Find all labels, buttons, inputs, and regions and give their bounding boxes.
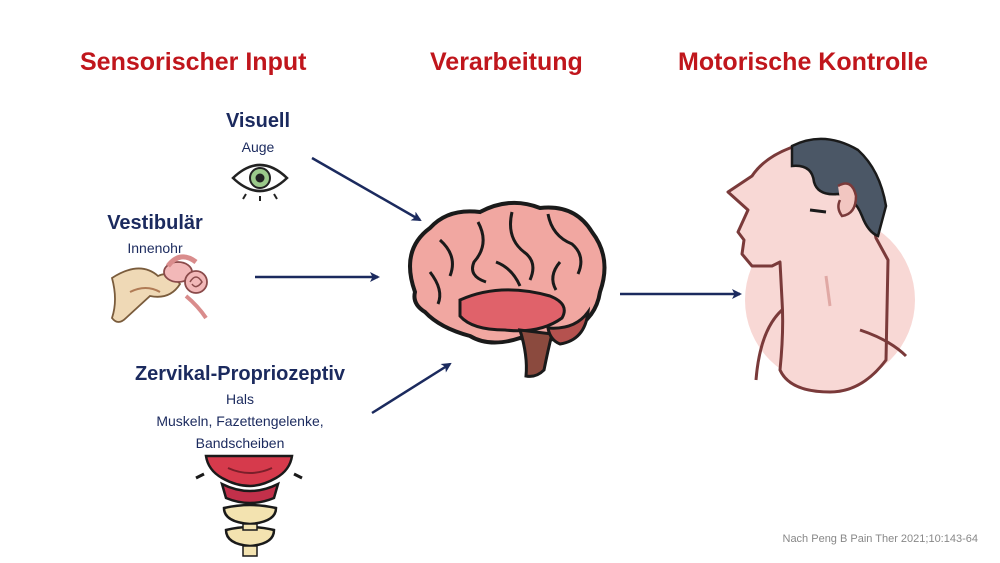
source-title-visual: Visuell xyxy=(225,110,291,132)
eye-icon xyxy=(231,163,289,201)
column-title-processing: Verarbeitung xyxy=(430,48,583,76)
source-sub-visual: Auge xyxy=(241,139,275,155)
source-sub-cervical-3: Bandscheiben xyxy=(195,435,285,451)
inner-ear-icon xyxy=(110,254,208,323)
brain-icon xyxy=(408,200,607,378)
source-sub-cervical-1: Hals xyxy=(225,391,254,407)
source-title-cervical: Zervikal-Propriozeptiv xyxy=(134,363,346,385)
source-title-vestibular: Vestibulär xyxy=(107,212,203,234)
source-sub-cervical-2: Muskeln, Fazettengelenke, xyxy=(156,413,324,429)
arrow-cervical-to-brain xyxy=(371,362,452,415)
arrow-visual-to-brain xyxy=(311,156,422,222)
column-title-output: Motorische Kontrolle xyxy=(678,48,929,76)
cervical-spine-icon xyxy=(195,454,303,557)
head-neck-icon xyxy=(726,137,915,394)
source-sub-vestibular: Innenohr xyxy=(127,240,183,256)
column-title-input: Sensorischer Input xyxy=(80,48,307,76)
citation: Nach Peng B Pain Ther 2021;10:143-64 xyxy=(782,533,979,545)
